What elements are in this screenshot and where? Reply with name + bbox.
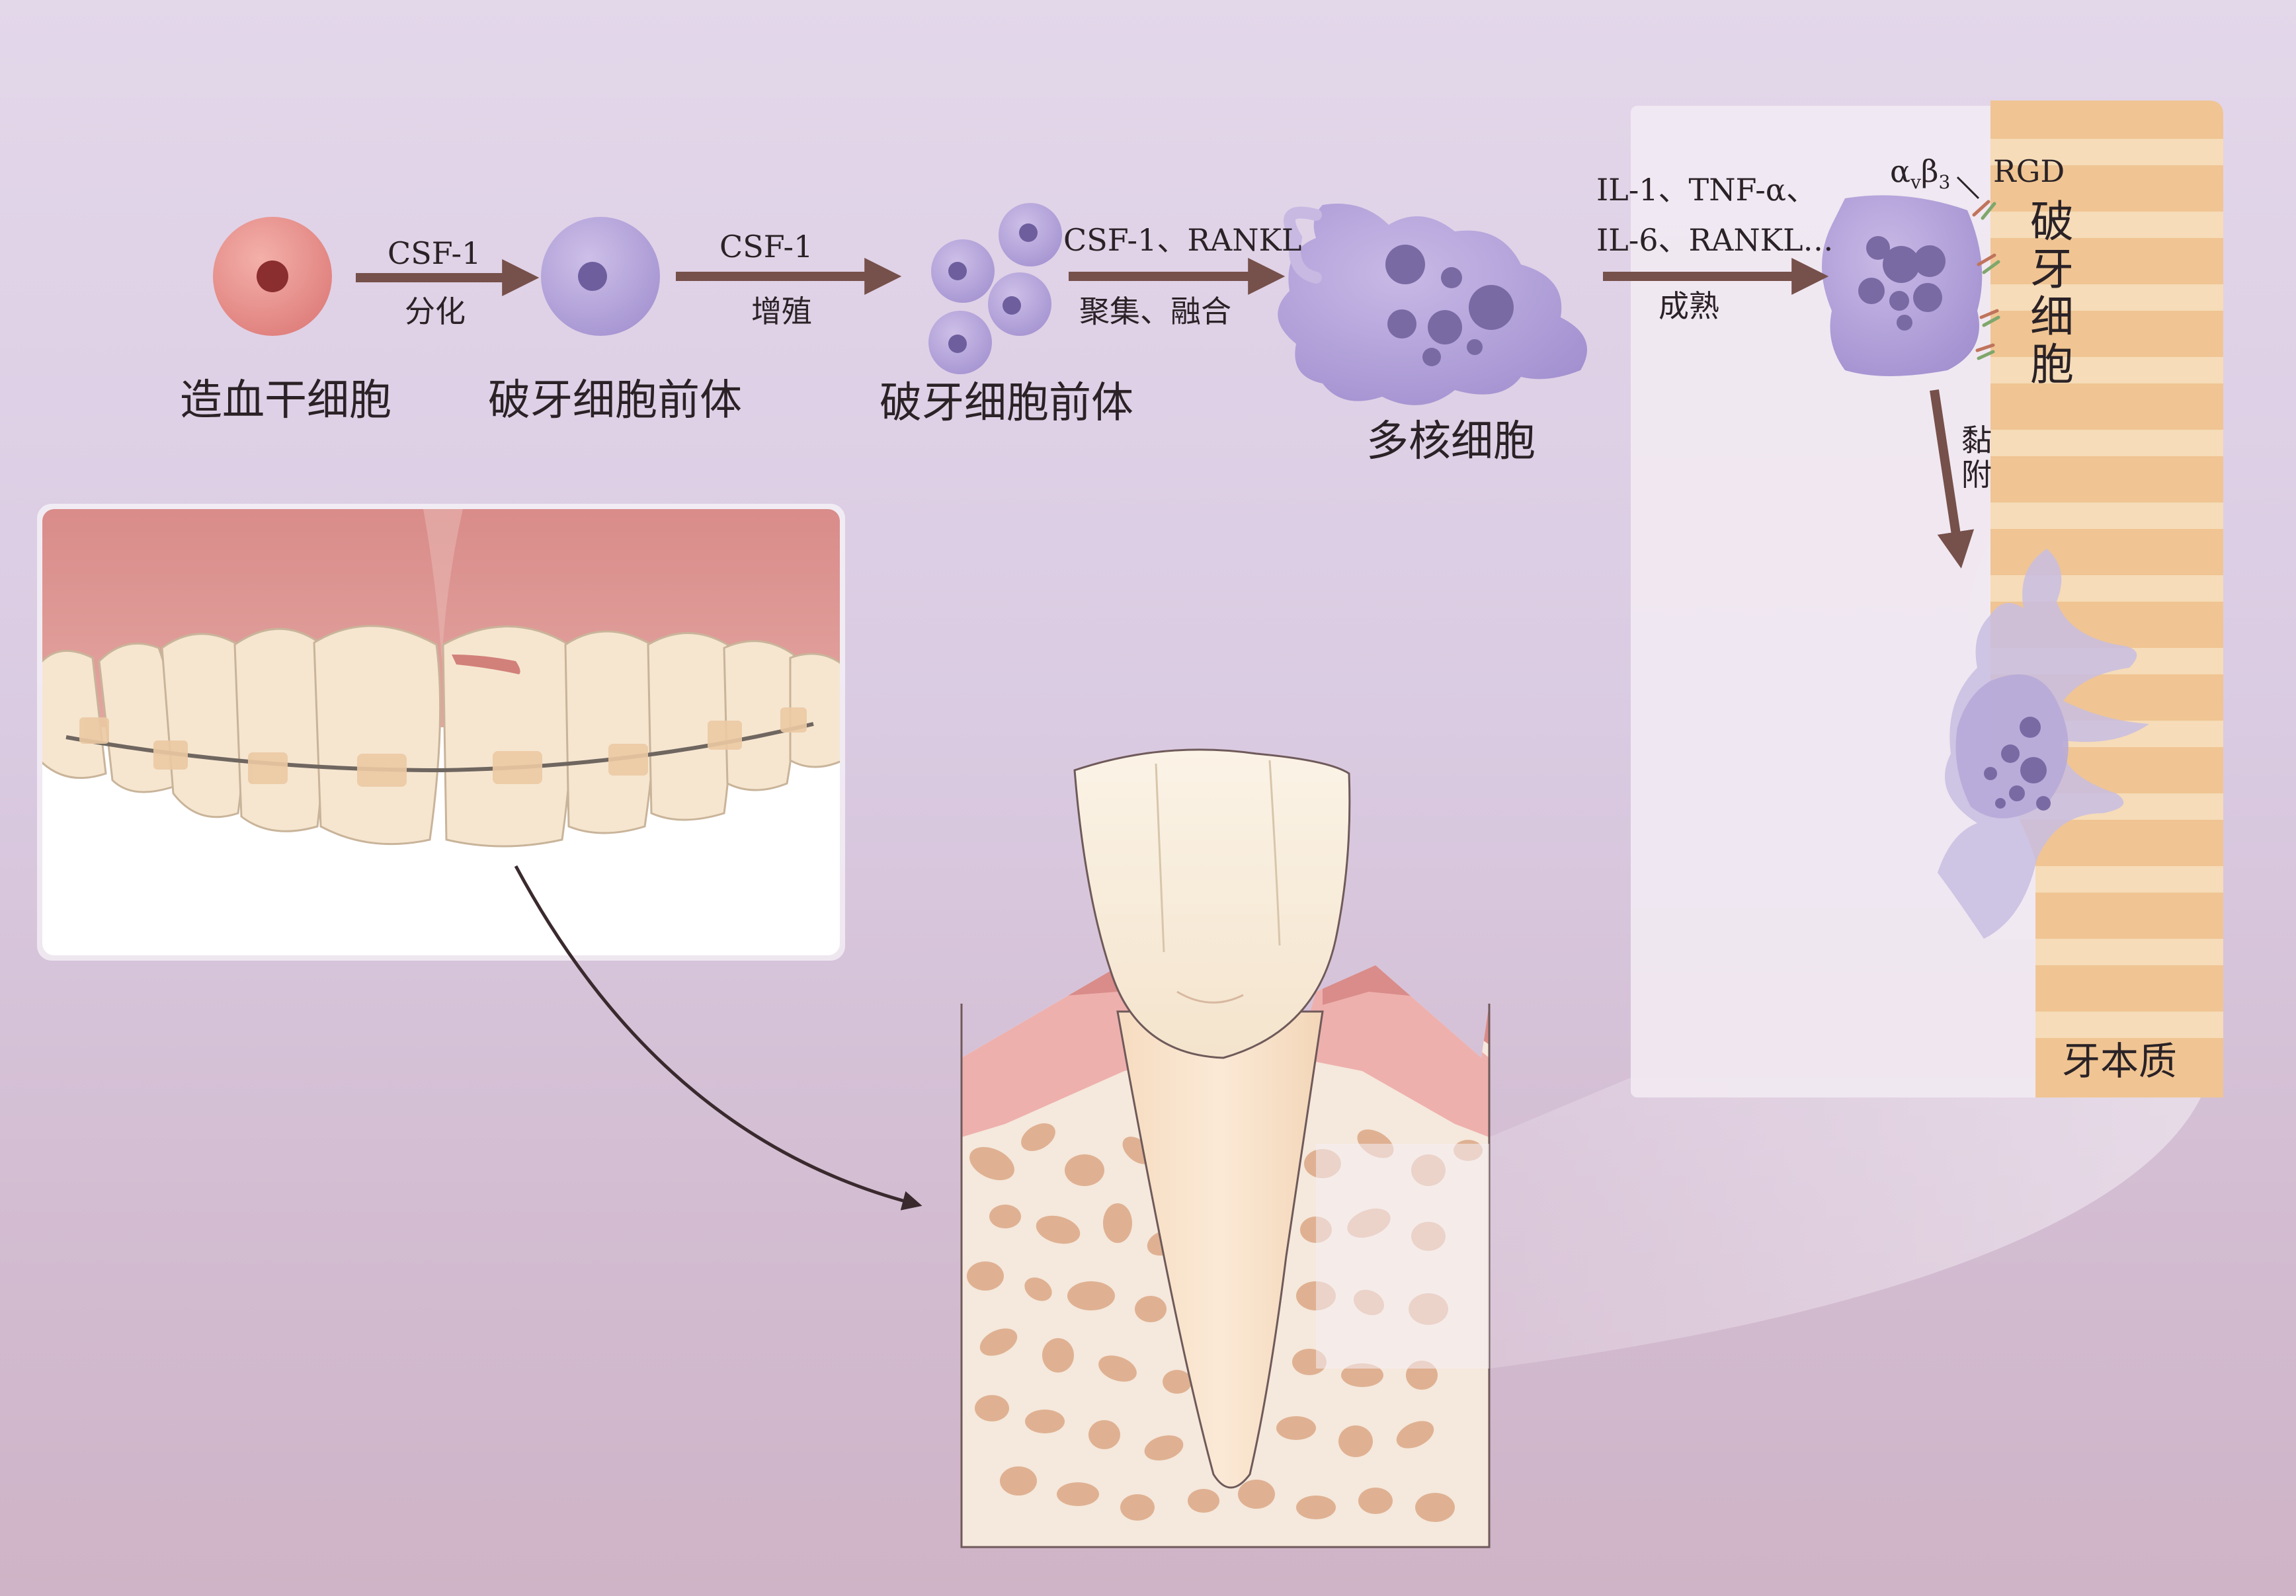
tooth-cross-section — [960, 748, 1491, 1548]
arrow2-process: 增殖 — [751, 294, 812, 329]
arrow4-process: 成熟 — [1659, 288, 1719, 324]
osteoclast-label-vertical: 破 牙 细 胞 — [2029, 198, 2075, 389]
adhesion-arrow — [1930, 389, 1975, 569]
stage-label-precursor-single: 破牙细胞前体 — [488, 376, 742, 425]
zoom-highlight — [1316, 1144, 1489, 1369]
photo-to-tooth-arrow — [514, 865, 922, 1211]
adhesion-label-vertical: 黏 附 — [1960, 423, 1993, 492]
stage-label-multinucleated: 多核细胞 — [1366, 417, 1536, 466]
arrow3-process: 聚集、融合 — [1079, 294, 1231, 329]
mature-osteoclast — [1822, 176, 2000, 376]
osteoclast-precursor-cluster — [928, 203, 1062, 374]
osteoclast-precursor-single — [541, 217, 660, 336]
osteoclast-label-char: 胞 — [2030, 339, 2074, 390]
arrow3-factors: CSF-1、RANKL — [1063, 222, 1302, 258]
zoom-beam — [1489, 1078, 2209, 1369]
arrow1-factor: CSF-1 — [388, 235, 481, 271]
integrin-label: αvβ3 — [1890, 153, 1951, 194]
osteoclast-label-char: 牙 — [2030, 244, 2074, 295]
arrow2-factor: CSF-1 — [719, 229, 813, 264]
multinucleated-cell — [1278, 204, 1587, 405]
osteoclast-label-char: 细 — [2030, 292, 2074, 342]
arrow1-process: 分化 — [405, 294, 466, 329]
stage-label-stem-cell: 造血干细胞 — [180, 376, 391, 425]
rgd-label: RGD — [1993, 153, 2065, 189]
arrow4-factors-line1: IL-1、TNF-α、 — [1596, 172, 1817, 208]
hematopoietic-stem-cell — [213, 217, 332, 336]
arrow4-factors-line2: IL-6、RANKL… — [1596, 222, 1834, 258]
inset-panel — [1631, 100, 2223, 1097]
adhesion-label-char: 附 — [1961, 457, 1992, 493]
stage-label-precursor-cluster: 破牙细胞前体 — [880, 379, 1133, 428]
braces-photo — [37, 504, 845, 961]
tooth-root — [1116, 1010, 1324, 1489]
tooth-crown — [1073, 748, 1351, 1059]
dentin-label: 牙本质 — [2062, 1039, 2178, 1084]
adhesion-label-char: 黏 — [1961, 422, 1992, 458]
osteoclast-label-char: 破 — [2030, 196, 2074, 247]
attached-osteoclast — [1938, 549, 2149, 939]
pathway-arrows — [356, 258, 1829, 296]
